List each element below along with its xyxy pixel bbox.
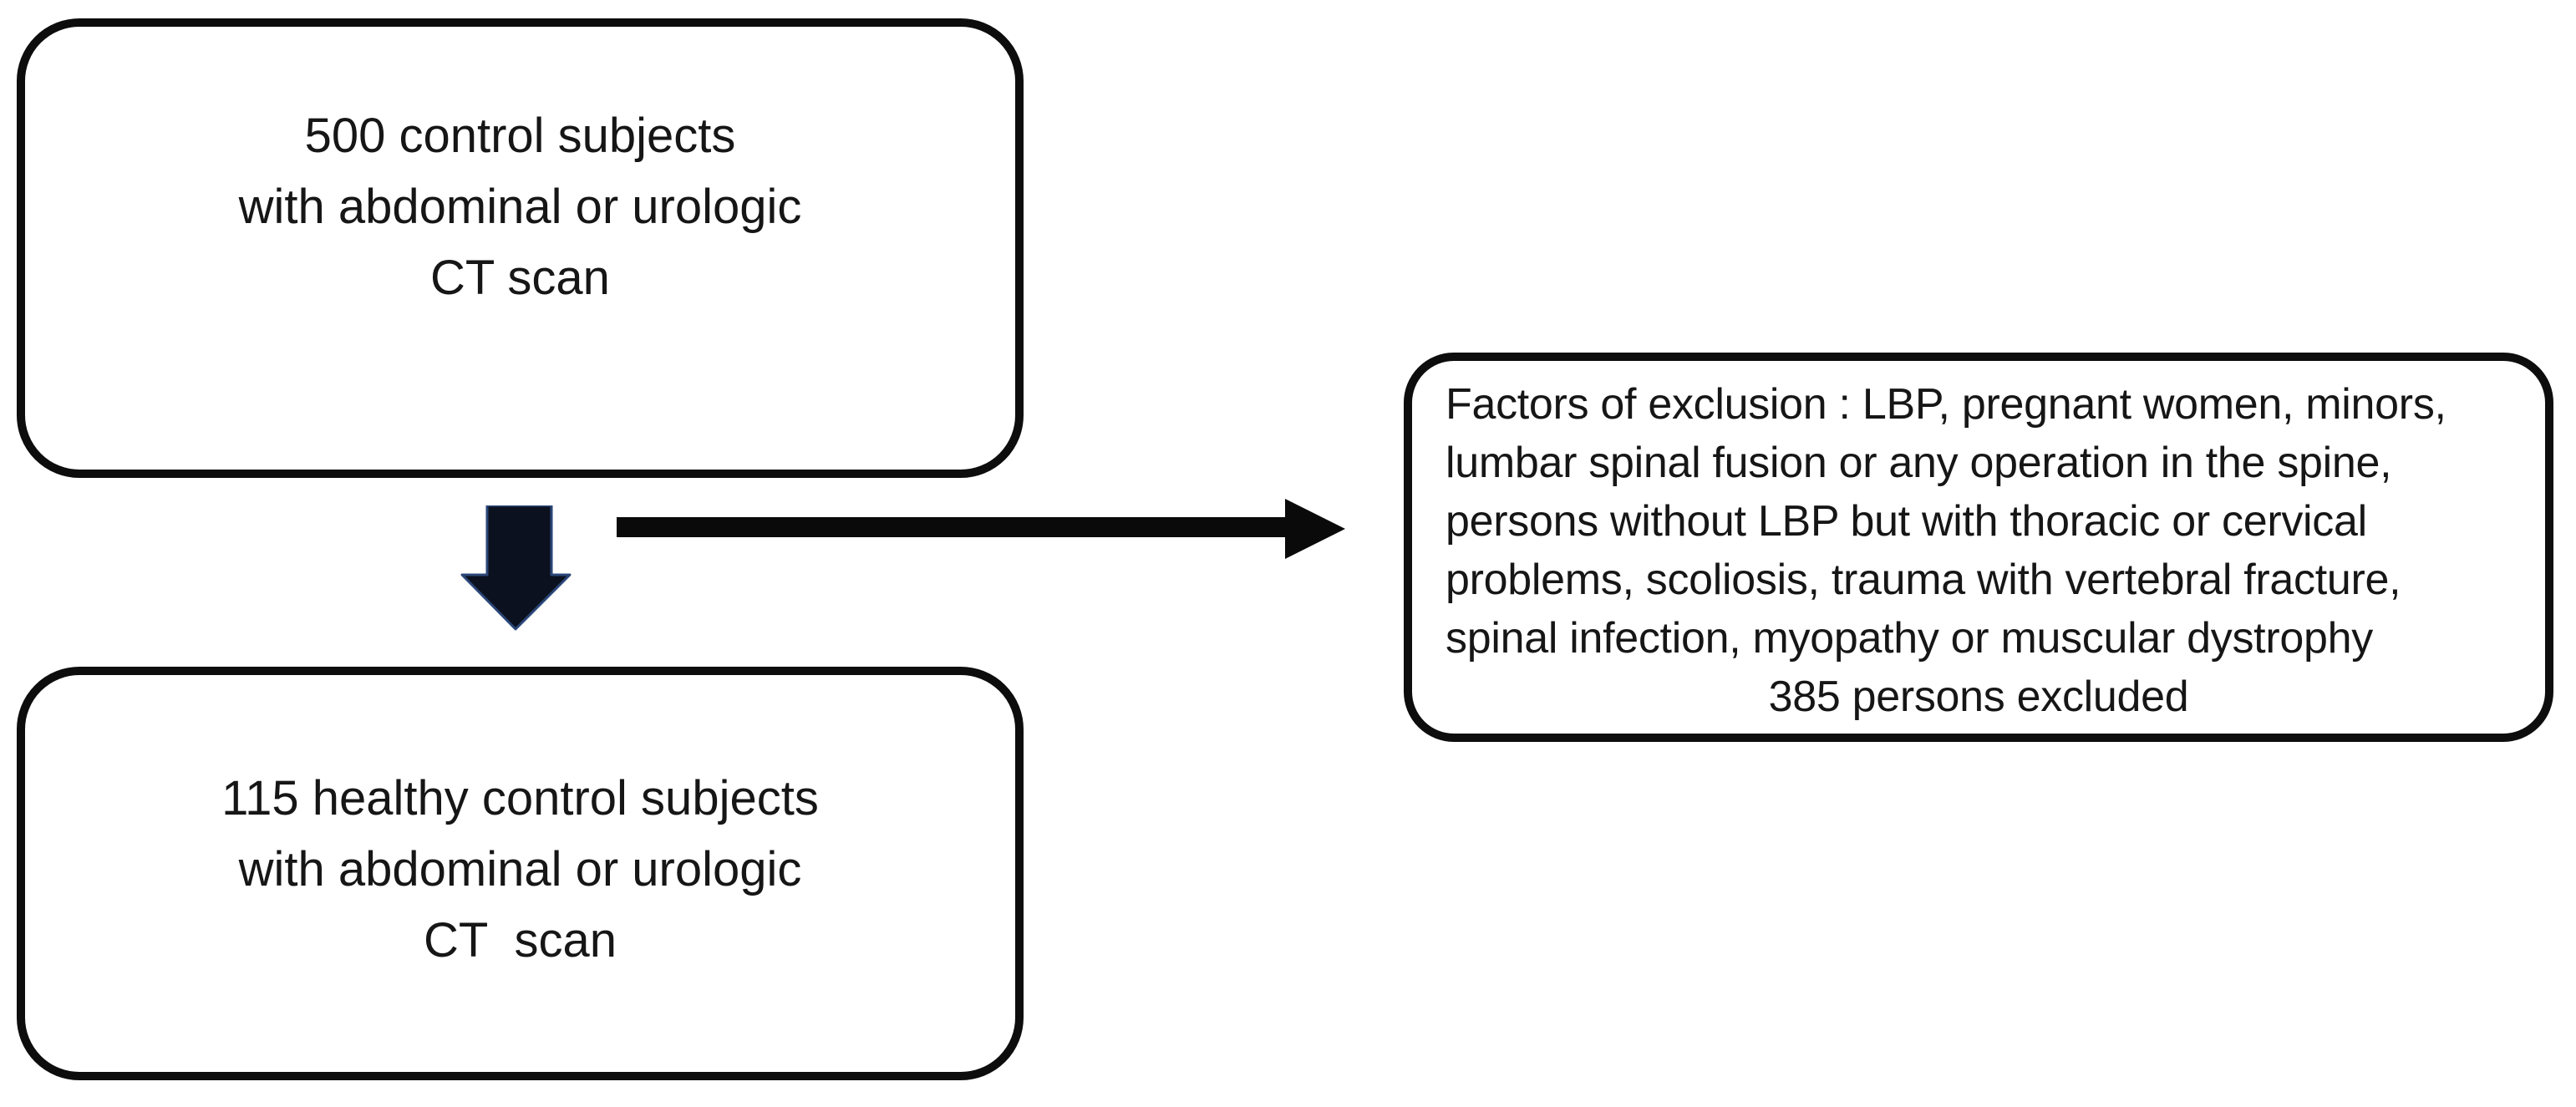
exclusion-factors-text: Factors of exclusion : LBP, pregnant wom… [1446,380,2446,663]
down-arrow-icon [460,505,572,631]
box-115-text: 115 healthy control subjects with abdomi… [221,771,819,967]
down-arrow-shape [460,505,572,631]
box-exclusion-factors: Factors of exclusion : LBP, pregnant wom… [1404,353,2553,742]
box-115-healthy-controls: 115 healthy control subjects with abdomi… [17,667,1024,1080]
box-500-text: 500 control subjects with abdominal or u… [238,108,802,305]
right-arrow-shape [617,499,1345,559]
right-arrow-icon [617,499,1345,559]
excluded-count-text: 385 persons excluded [1768,673,2189,721]
box-500-control-subjects: 500 control subjects with abdominal or u… [17,18,1024,478]
